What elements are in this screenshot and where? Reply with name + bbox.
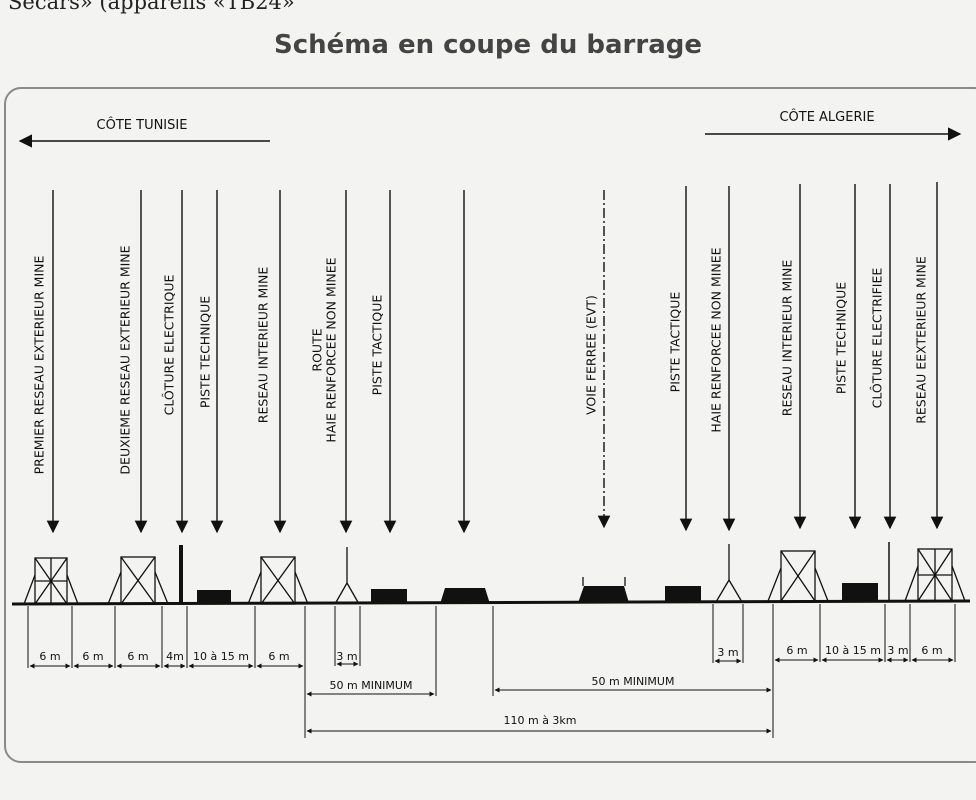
zone-label-12: RESEAU INTERIEUR MINE: [780, 260, 795, 417]
zone-label-9: VOIE FERREE (EVT): [584, 295, 599, 415]
dim-left-1: 6 m: [39, 650, 60, 663]
minefield-1-icon: [23, 557, 79, 605]
tactical-track-1-icon: [371, 589, 407, 604]
hedge-left-icon: [334, 547, 360, 605]
diagram-title: Schéma en coupe du barrage: [273, 30, 702, 60]
dimension-arrows: [29, 657, 954, 734]
minefield-5-icon: [904, 548, 966, 602]
cropped-caption-text: Secars» (appareils «TB24»: [8, 0, 295, 14]
dim-left-4: 4m: [166, 650, 184, 663]
tactical-track-2-icon: [665, 586, 701, 602]
zone-labels: PREMIER RESEAU EXTERIEUR MINE DEUXIEME RE…: [32, 182, 944, 534]
zone-label-10: PISTE TACTIQUE: [668, 292, 683, 393]
dim-right-minimum: 50 m MINIMUM: [592, 675, 675, 688]
ground-line: [11, 599, 971, 606]
dim-right-4: 6 m: [921, 644, 942, 657]
dimension-labels: 6 m 6 m 6 m 4m 10 à 15 m 6 m 3 m 50 m MI…: [39, 644, 942, 727]
dim-left-6: 6 m: [268, 650, 289, 663]
zone-label-2: DEUXIEME RESEAU EXTERIEUR MINE: [118, 245, 133, 474]
zone-label-7: PISTE TACTIQUE: [370, 295, 385, 396]
dim-left-2: 6 m: [82, 650, 103, 663]
zone-label-5: RESEAU INTERIEUR MINE: [256, 267, 271, 424]
road-icon: [440, 588, 490, 604]
technical-track-2-icon: [842, 583, 878, 601]
hedge-right-icon: [715, 544, 743, 603]
dim-left-3: 6 m: [127, 650, 148, 663]
zone-label-4: PISTE TECHNIQUE: [198, 296, 213, 408]
dim-right-1: 6 m: [786, 644, 807, 657]
dim-total: 110 m à 3km: [503, 714, 576, 727]
zone-label-3: CLÔTURE ELECTRIQUE: [162, 274, 177, 415]
right-side-label: CÔTE ALGERIE: [779, 109, 874, 125]
minefield-4-icon: [767, 550, 829, 602]
railway-icon: [578, 577, 629, 603]
zone-label-6-line-2: HAIE RENFORCEE NON MINEE: [324, 257, 339, 442]
zone-label-13: PISTE TECHNIQUE: [834, 282, 849, 394]
dim-left-minimum: 50 m MINIMUM: [330, 679, 413, 692]
zone-label-14: CLÔTURE ELECTRIFIEE: [870, 268, 885, 409]
dim-left-5: 10 à 15 m: [193, 650, 249, 663]
technical-track-1-icon: [197, 590, 231, 604]
dim-right-2: 10 à 15 m: [825, 644, 881, 657]
dimension-ticks: [27, 604, 956, 738]
dim-right-3: 3 m: [887, 644, 908, 657]
zone-label-6-line-1: ROUTE: [310, 328, 325, 371]
left-side-label: CÔTE TUNISIE: [97, 117, 188, 133]
electric-fence-post-icon: [179, 545, 183, 604]
minefield-2-icon: [107, 556, 169, 605]
dim-right-haie: 3 m: [717, 646, 738, 659]
minefield-3-icon: [247, 556, 309, 605]
zone-label-15: RESEAU EEXTERIEUR MINE: [914, 256, 929, 424]
diagram-frame: [4, 87, 976, 763]
zone-label-1: PREMIER RESEAU EXTERIEUR MINE: [32, 255, 47, 474]
ground-objects: [23, 542, 966, 605]
dim-left-haie: 3 m: [336, 650, 357, 663]
zone-label-11: HAIE RENFORCEE NON MINEE: [709, 247, 724, 432]
